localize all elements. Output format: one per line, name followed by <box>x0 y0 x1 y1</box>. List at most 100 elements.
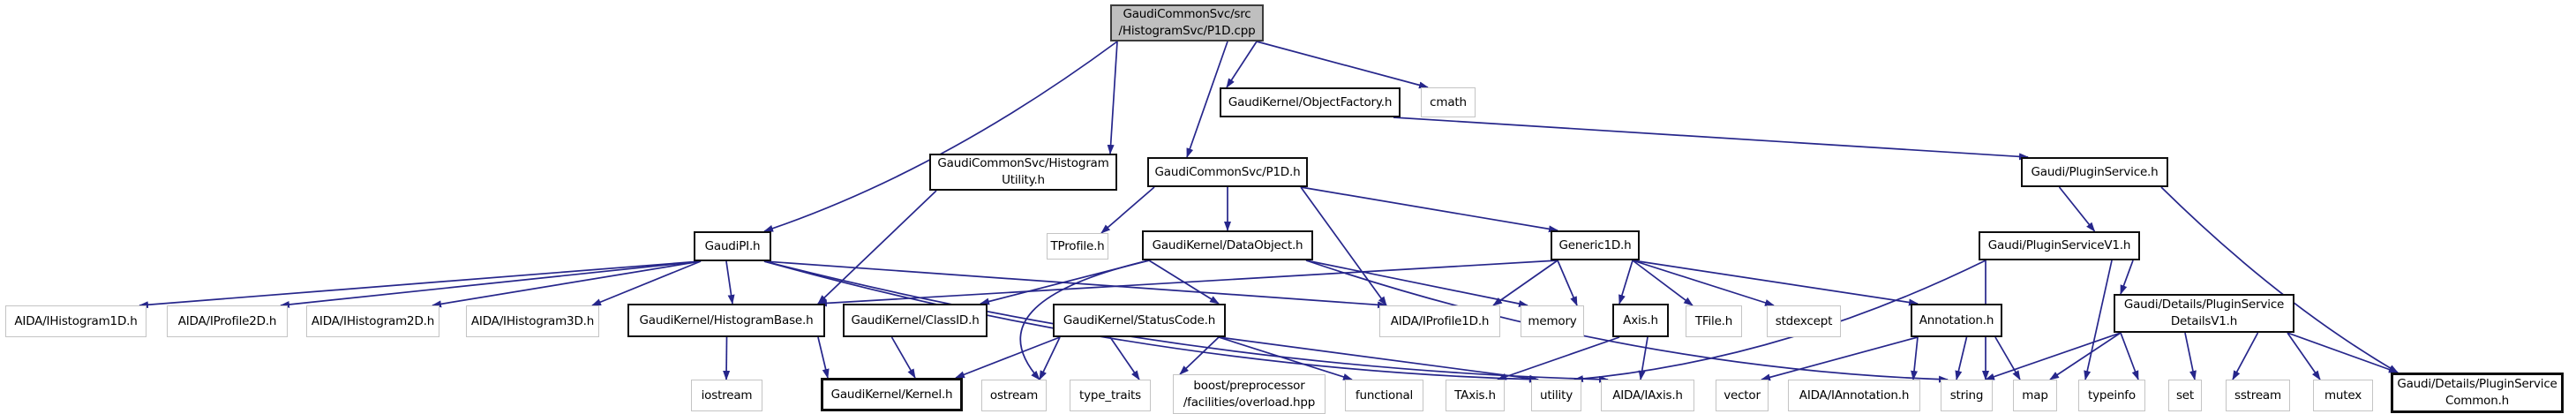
node-label-line: string <box>1949 388 1984 403</box>
node-sstream: sstream <box>2226 380 2290 411</box>
node-ihistogram2d_h: AIDA/IHistogram2D.h <box>306 305 439 337</box>
node-label-line: iostream <box>701 388 753 403</box>
node-label-line: GaudiKernel/ObjectFactory.h <box>1228 94 1393 109</box>
node-iprofile2d_h: AIDA/IProfile2D.h <box>167 305 288 337</box>
node-kernel_h[interactable]: GaudiKernel/Kernel.h <box>821 378 963 411</box>
node-map: map <box>2013 380 2057 411</box>
node-label-line: Utility.h <box>1002 173 1045 187</box>
node-memory: memory <box>1521 305 1584 337</box>
node-generic1d_h[interactable]: Generic1D.h <box>1551 230 1640 260</box>
edge-generic1d_h-to-stdexcept <box>1632 260 1775 306</box>
edge-statuscode_h-to-type_traits <box>1109 336 1140 380</box>
edge-histogramutility_h-to-histogrambase_h <box>817 190 937 305</box>
node-iprofile1d_h: AIDA/IProfile1D.h <box>1379 305 1500 337</box>
node-label-line: GaudiKernel/StatusCode.h <box>1063 312 1216 327</box>
node-classid_h[interactable]: GaudiKernel/ClassID.h <box>843 304 988 337</box>
edge-gaudipi_h-to-ihistogram2d_h <box>432 260 702 308</box>
node-gaudipi_h[interactable]: GaudiPI.h <box>694 231 771 261</box>
node-set: set <box>2168 380 2202 411</box>
node-label-line: /facilities/overload.hpp <box>1183 395 1316 410</box>
edge-annotation_h-to-iannotation_h <box>1911 336 1919 380</box>
edge-statuscode_h-to-kernel_h <box>955 336 1061 379</box>
node-label-line: boost/preprocessor <box>1193 378 1305 393</box>
edge-histogrambase_h-to-kernel_h <box>817 336 830 379</box>
node-label-line: GaudiCommonSvc/src <box>1123 7 1251 21</box>
node-axis_h[interactable]: Axis.h <box>1612 304 1669 337</box>
node-label-line: TFile.h <box>1694 313 1733 328</box>
node-label-line: Gaudi/Details/PluginService <box>2123 297 2285 312</box>
node-label-line: Common.h <box>2445 394 2510 408</box>
node-ostream: ostream <box>981 380 1047 411</box>
edge-gaudipi_h-to-ihistogram3d_h <box>591 260 702 306</box>
edge-generic1d_h-to-histogrambase_h <box>817 260 1558 307</box>
node-functional: functional <box>1345 380 1423 411</box>
node-label-line: memory <box>1528 313 1577 328</box>
node-iostream: iostream <box>691 380 762 411</box>
node-label-line: type_traits <box>1079 388 1141 403</box>
node-pluginservicev1_h[interactable]: Gaudi/PluginServiceV1.h <box>1979 231 2140 260</box>
edge-detailsv1_h-to-sstream <box>2232 332 2259 380</box>
node-statuscode_h[interactable]: GaudiKernel/StatusCode.h <box>1053 304 1226 337</box>
edge-pluginservicev1_h-to-utility <box>1573 260 1986 383</box>
node-label-line: Annotation.h <box>1919 312 1994 327</box>
node-vector: vector <box>1716 380 1769 411</box>
node-stdexcept: stdexcept <box>1767 305 1841 337</box>
node-label-line: AIDA/IHistogram2D.h <box>311 313 435 328</box>
edge-detailsv1_h-to-typeinfo <box>2120 332 2139 380</box>
edge-pluginservice_h-to-pluginservicev1_h <box>2058 186 2096 232</box>
node-histogrambase_h[interactable]: GaudiKernel/HistogramBase.h <box>627 304 825 337</box>
edge-statuscode_h-to-utility <box>1218 336 1539 382</box>
node-label-line: AIDA/IHistogram1D.h <box>14 313 138 328</box>
node-label-line: GaudiKernel/Kernel.h <box>830 387 953 402</box>
edge-axis_h-to-taxis_h <box>1497 336 1620 380</box>
node-label-line: Gaudi/PluginService.h <box>2031 164 2159 179</box>
edge-p1d_cpp-to-p1d_h <box>1186 41 1228 158</box>
edge-annotation_h-to-map <box>1994 336 2021 380</box>
edge-classid_h-to-kernel_h <box>890 336 916 379</box>
node-p1d_cpp: GaudiCommonSvc/src/HistogramSvc/P1D.cpp <box>1110 4 1264 41</box>
node-label-line: GaudiPI.h <box>704 238 761 253</box>
edge-p1d_cpp-to-objectfactory_h <box>1226 41 1258 88</box>
node-label-line: DetailsV1.h <box>2170 314 2238 328</box>
edge-generic1d_h-to-annotation_h <box>1632 260 1919 306</box>
edge-gaudipi_h-to-ihistogram1d_h <box>139 260 702 309</box>
node-label-line: GaudiKernel/ClassID.h <box>851 312 980 327</box>
edge-detailsv1_h-to-string <box>1985 332 2122 380</box>
node-label-line: AIDA/IProfile2D.h <box>177 313 277 328</box>
edge-p1d_h-to-iprofile1d_h <box>1300 186 1387 306</box>
node-label-line: Gaudi/PluginServiceV1.h <box>1987 238 2131 252</box>
edge-pluginservicev1_h-to-typeinfo <box>2084 260 2113 380</box>
node-tfile_h: TFile.h <box>1686 305 1742 337</box>
node-overload_hpp: boost/preprocessor/facilities/overload.h… <box>1173 374 1326 414</box>
node-p1d_h[interactable]: GaudiCommonSvc/P1D.h <box>1147 157 1308 187</box>
edge-p1d_cpp-to-cmath <box>1256 41 1429 89</box>
node-label-line: vector <box>1724 388 1761 403</box>
node-dataobject_h[interactable]: GaudiKernel/DataObject.h <box>1142 230 1313 260</box>
node-tprofile_h: TProfile.h <box>1047 233 1108 260</box>
edge-annotation_h-to-string <box>1955 336 1968 380</box>
node-pluginservice_h[interactable]: Gaudi/PluginService.h <box>2021 157 2168 187</box>
node-label-line: TProfile.h <box>1050 238 1105 253</box>
edge-generic1d_h-to-memory <box>1557 260 1578 306</box>
node-label-line: GaudiKernel/HistogramBase.h <box>639 312 814 327</box>
edge-detailsv1_h-to-mutex <box>2287 332 2321 380</box>
edge-objectfactory_h-to-pluginservice_h <box>1393 117 2029 161</box>
node-label-line: sstream <box>2234 388 2281 403</box>
edge-detailsv1_h-to-common_h <box>2287 332 2399 373</box>
edge-pluginservicev1_h-to-detailsv1_h <box>2120 260 2134 295</box>
node-type_traits: type_traits <box>1070 380 1151 411</box>
node-objectfactory_h[interactable]: GaudiKernel/ObjectFactory.h <box>1220 87 1401 117</box>
node-label-line: AIDA/IProfile1D.h <box>1390 313 1490 328</box>
node-annotation_h[interactable]: Annotation.h <box>1911 304 2002 337</box>
edge-histogrambase_h-to-iostream <box>723 336 731 380</box>
node-label-line: GaudiCommonSvc/P1D.h <box>1154 164 1301 179</box>
node-label-line: AIDA/IAxis.h <box>1612 388 1683 403</box>
edge-axis_h-to-iaxis_h <box>1638 336 1648 380</box>
node-label-line: /HistogramSvc/P1D.cpp <box>1118 24 1256 38</box>
edge-gaudipi_h-to-utility <box>763 260 1539 383</box>
node-label-line: Generic1D.h <box>1558 237 1632 252</box>
node-label-line: cmath <box>1430 94 1467 109</box>
